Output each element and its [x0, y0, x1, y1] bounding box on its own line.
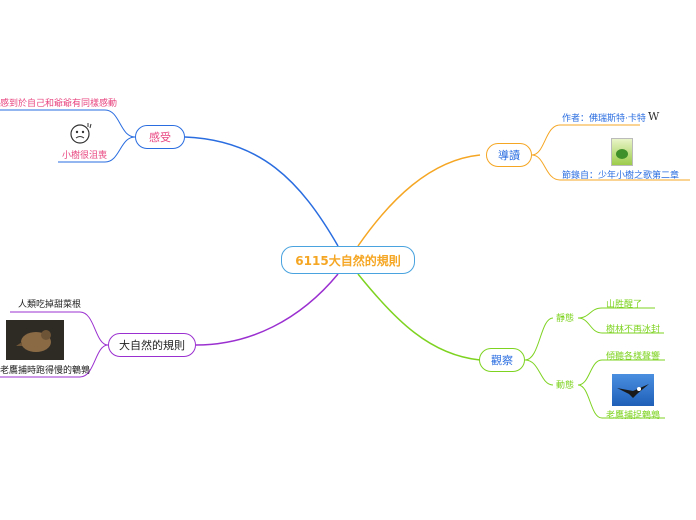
- topic-observe[interactable]: 觀察: [479, 348, 525, 372]
- topic-reading[interactable]: 導讀: [486, 143, 532, 167]
- leaf-eagle-catch-quail[interactable]: 老鷹捕捉鵪鶉: [606, 408, 660, 421]
- subtopic-dynamic[interactable]: 動態: [556, 378, 574, 391]
- leaf-sad[interactable]: 小樹很沮喪: [62, 148, 107, 161]
- leaf-eagle-catch-slow-quail[interactable]: 老鷹捕時跑得慢的鵪鶉: [0, 363, 90, 376]
- leaf-listen-sounds[interactable]: 傾聽各樣聲響: [606, 349, 660, 362]
- wikipedia-icon[interactable]: W: [648, 110, 659, 123]
- sad-face-icon: [68, 120, 94, 146]
- leaf-humans-eat-beets[interactable]: 人類吃掉甜菜根: [18, 297, 81, 310]
- eagle-image: [612, 374, 654, 406]
- topic-reading-label: 導讀: [498, 147, 520, 163]
- topic-feeling[interactable]: 感受: [135, 125, 185, 149]
- topic-feeling-label: 感受: [149, 129, 171, 145]
- root-topic[interactable]: 6115大自然的規則: [281, 246, 415, 274]
- subtopic-static[interactable]: 靜態: [556, 311, 574, 324]
- quail-image: [6, 320, 64, 360]
- topic-rules[interactable]: 大自然的規則: [108, 333, 196, 357]
- leaf-mountain-awake[interactable]: 山胜醒了: [606, 297, 642, 310]
- excerpt-text: 節錄自：少年小樹之歌第二章: [562, 168, 679, 181]
- book-cover-image: [611, 138, 633, 166]
- leaf-same-feeling[interactable]: 感到於自己和爺爺有同樣感動: [0, 96, 117, 109]
- topic-observe-label: 觀察: [491, 352, 513, 368]
- topic-rules-label: 大自然的規則: [119, 337, 185, 353]
- author-text: 作者：佛瑞斯特·卡特: [562, 111, 646, 124]
- root-topic-label: 6115大自然的規則: [295, 252, 400, 269]
- leaf-forest-thawed[interactable]: 樹林不再冰封: [606, 322, 660, 335]
